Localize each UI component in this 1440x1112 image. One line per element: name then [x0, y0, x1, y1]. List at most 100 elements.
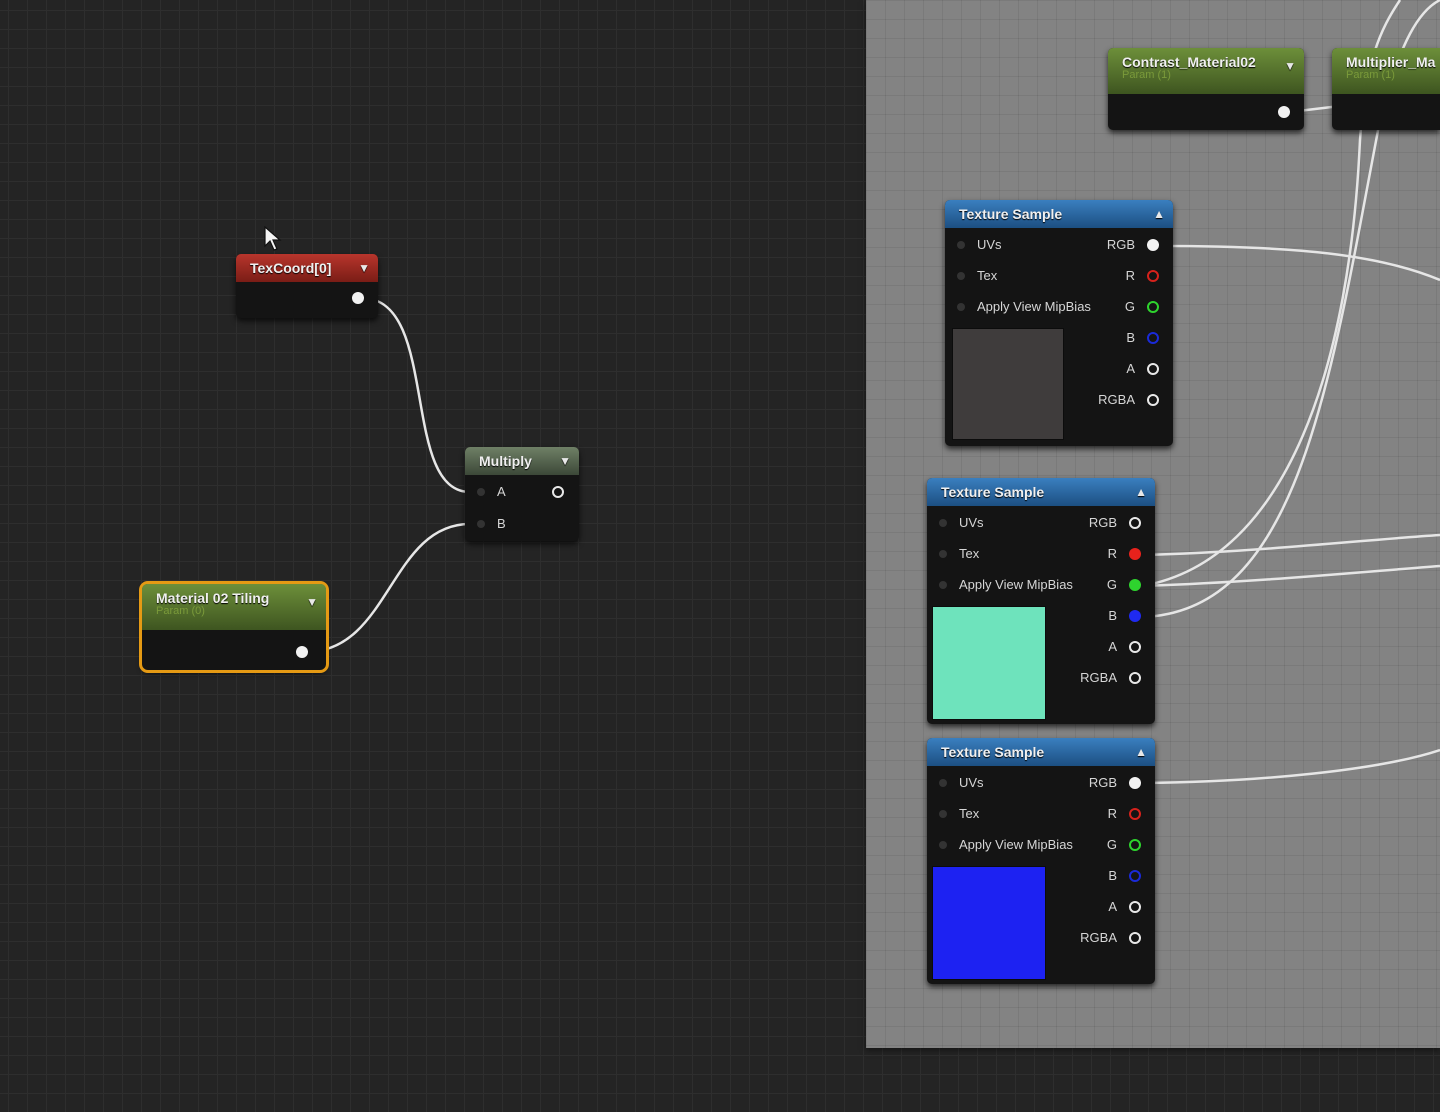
output-pin-rgba[interactable] [1129, 672, 1141, 684]
collapse-arrow-icon[interactable]: ▼ [1284, 59, 1296, 73]
output-pin[interactable] [552, 486, 564, 498]
wire-ts2-r [1141, 533, 1440, 557]
multiply-header[interactable]: Multiply ▼ [465, 447, 579, 475]
texture-sample-node-3[interactable]: Texture Sample ▲ UVs Tex Apply View MipB… [927, 738, 1155, 984]
collapse-arrow-icon[interactable]: ▲ [1153, 207, 1165, 221]
input-pin-tex[interactable] [957, 272, 965, 280]
pin-label-rgb: RGB [1106, 237, 1135, 252]
contrast-header[interactable]: Contrast_Material02 Param (1) ▼ [1108, 48, 1304, 94]
pin-label-rgb: RGB [1088, 775, 1117, 790]
input-pin-tex[interactable] [939, 810, 947, 818]
collapse-arrow-icon[interactable]: ▼ [306, 595, 318, 609]
output-pin[interactable] [352, 292, 364, 304]
collapse-arrow-icon[interactable]: ▼ [559, 454, 571, 468]
output-pin-rgb[interactable] [1129, 517, 1141, 529]
output-pin-rgb[interactable] [1147, 239, 1159, 251]
output-pin[interactable] [1278, 106, 1290, 118]
pin-label-tex: Tex [977, 268, 998, 283]
output-pin-rgba[interactable] [1129, 932, 1141, 944]
wire-ts2-g-up [1141, 0, 1402, 588]
texcoord-header[interactable]: TexCoord[0] ▼ [236, 254, 378, 282]
wire-ts1-rgb [1159, 244, 1440, 282]
wire-ts2-g [1141, 564, 1440, 588]
pin-label-b: B [497, 516, 506, 531]
pin-label-uvs: UVs [977, 237, 1002, 252]
pin-label-rgb: RGB [1088, 515, 1117, 530]
input-pin-uvs[interactable] [957, 241, 965, 249]
pin-label-r: R [1107, 806, 1117, 821]
node-title: Multiplier_Ma [1346, 54, 1436, 70]
input-pin-uvs[interactable] [939, 779, 947, 787]
collapse-arrow-icon[interactable]: ▲ [1135, 745, 1147, 759]
tiling-header[interactable]: Material 02 Tiling Param (0) ▼ [142, 584, 326, 630]
texcoord-node[interactable]: TexCoord[0] ▼ [236, 254, 378, 318]
output-pin-rgb[interactable] [1129, 777, 1141, 789]
pin-label-a: A [1108, 899, 1117, 914]
multiplier-header[interactable]: Multiplier_Ma Param (1) [1332, 48, 1440, 94]
node-title: Contrast_Material02 [1122, 54, 1256, 70]
pin-label-mipbias: Apply View MipBias [959, 577, 1073, 592]
output-pin-a[interactable] [1147, 363, 1159, 375]
output-pin-b[interactable] [1129, 610, 1141, 622]
node-subtitle: Param (0) [156, 605, 205, 617]
pin-label-rgba: RGBA [1098, 392, 1135, 407]
texture-sample-header[interactable]: Texture Sample ▲ [927, 478, 1155, 506]
node-title: Texture Sample [941, 484, 1045, 500]
node-title: TexCoord[0] [250, 260, 332, 276]
multiplier-param-node[interactable]: Multiplier_Ma Param (1) [1332, 48, 1440, 130]
node-title: Multiply [479, 453, 532, 469]
multiply-node[interactable]: Multiply ▼ A B [465, 447, 579, 541]
mouse-cursor-icon [264, 226, 282, 251]
pin-label-rgba: RGBA [1080, 670, 1117, 685]
pin-label-tex: Tex [959, 546, 980, 561]
output-pin-b[interactable] [1147, 332, 1159, 344]
wire-ts2-b-up [1141, 0, 1440, 619]
input-pin-a[interactable] [477, 488, 485, 496]
pin-label-g: G [1106, 577, 1117, 592]
pin-label-g: G [1106, 837, 1117, 852]
pin-label-mipbias: Apply View MipBias [959, 837, 1073, 852]
texture-sample-node-1[interactable]: Texture Sample ▲ UVs Tex Apply View MipB… [945, 200, 1173, 446]
texture-preview [952, 328, 1064, 440]
input-pin-tex[interactable] [939, 550, 947, 558]
collapse-arrow-icon[interactable]: ▲ [1135, 485, 1147, 499]
material-tiling-param-node[interactable]: Material 02 Tiling Param (0) ▼ [139, 581, 329, 673]
pin-label-g: G [1124, 299, 1135, 314]
contrast-param-node[interactable]: Contrast_Material02 Param (1) ▼ [1108, 48, 1304, 130]
pin-label-b: B [1108, 868, 1117, 883]
output-pin-a[interactable] [1129, 641, 1141, 653]
output-pin[interactable] [296, 646, 308, 658]
input-pin-uvs[interactable] [939, 519, 947, 527]
output-pin-g[interactable] [1129, 579, 1141, 591]
node-title: Texture Sample [941, 744, 1045, 760]
pin-label-a: A [497, 484, 506, 499]
input-pin-mipbias[interactable] [939, 841, 947, 849]
node-title: Material 02 Tiling [156, 590, 270, 606]
collapse-arrow-icon[interactable]: ▼ [358, 261, 370, 275]
output-pin-r[interactable] [1129, 808, 1141, 820]
pin-label-b: B [1126, 330, 1135, 345]
texture-sample-header[interactable]: Texture Sample ▲ [945, 200, 1173, 228]
pin-label-tex: Tex [959, 806, 980, 821]
texture-sample-node-2[interactable]: Texture Sample ▲ UVs Tex Apply View MipB… [927, 478, 1155, 724]
pin-label-uvs: UVs [959, 515, 984, 530]
node-subtitle: Param (1) [1346, 69, 1395, 81]
output-pin-rgba[interactable] [1147, 394, 1159, 406]
wire-tiling-to-multiply-b [305, 522, 471, 654]
output-pin-g[interactable] [1129, 839, 1141, 851]
texture-preview [932, 866, 1046, 980]
output-pin-r[interactable] [1147, 270, 1159, 282]
pin-label-a: A [1108, 639, 1117, 654]
output-pin-a[interactable] [1129, 901, 1141, 913]
output-pin-b[interactable] [1129, 870, 1141, 882]
output-pin-r[interactable] [1129, 548, 1141, 560]
pin-label-r: R [1107, 546, 1117, 561]
wire-ts3-rgb [1141, 748, 1440, 785]
output-pin-g[interactable] [1147, 301, 1159, 313]
input-pin-mipbias[interactable] [939, 581, 947, 589]
pin-label-a: A [1126, 361, 1135, 376]
input-pin-b[interactable] [477, 520, 485, 528]
input-pin-mipbias[interactable] [957, 303, 965, 311]
node-title: Texture Sample [959, 206, 1063, 222]
texture-sample-header[interactable]: Texture Sample ▲ [927, 738, 1155, 766]
